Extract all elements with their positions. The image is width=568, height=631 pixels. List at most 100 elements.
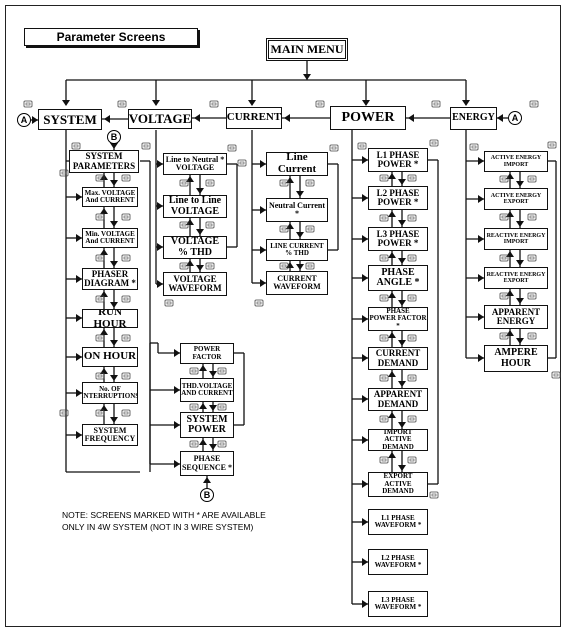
arrow-head [388, 332, 396, 338]
screen-icon [205, 262, 215, 270]
import-active-demand-box: IMPORT ACTIVE DEMAND [368, 429, 428, 451]
screen-icon [189, 403, 199, 411]
arrow-head [478, 195, 484, 203]
screen-icon [239, 161, 245, 165]
screen-icon [529, 215, 535, 219]
screen-icon [95, 213, 105, 221]
arrow-head [199, 439, 207, 445]
arrow-head [209, 444, 217, 450]
arrow-head [398, 258, 406, 264]
screen-icon [409, 256, 415, 260]
screen-icon [281, 227, 287, 231]
arrow-head [506, 251, 514, 257]
screen-icon [141, 142, 151, 150]
screen-icon [527, 175, 537, 183]
arrow-head [196, 229, 204, 235]
screen-icon [305, 179, 315, 187]
arrow-head [516, 221, 524, 227]
export-active-demand-box: EXPORT ACTIVE DEMAND [368, 472, 428, 497]
neutral-current-box: Neutral Current * [266, 198, 328, 222]
screen-icon [381, 176, 387, 180]
phase-angle-box: PHASE ANGLE * [368, 265, 428, 291]
screen-icon [529, 100, 539, 108]
screen-icon [527, 292, 537, 300]
arrow-head [362, 518, 368, 526]
screen-icon [71, 142, 81, 150]
arrow-head [398, 300, 406, 306]
screen-icon [431, 141, 437, 145]
max-voltage-current-box: Max. VOLTAGE And CURRENT [82, 187, 138, 207]
current-waveform-box: CURRENT WAVEFORM [266, 271, 328, 295]
screen-icon [97, 336, 103, 340]
screen-icon [191, 442, 197, 446]
screen-icon [379, 374, 389, 382]
screen-icon [166, 301, 172, 305]
arrow-head [398, 422, 406, 428]
arrow-head [408, 114, 414, 122]
screen-icon [181, 181, 187, 185]
screen-icon [407, 334, 417, 342]
screen-icon [179, 221, 189, 229]
screen-icon [409, 417, 415, 421]
screen-icon [217, 403, 227, 411]
screen-icon [121, 213, 131, 221]
screen-icon [379, 334, 389, 342]
screen-icon [407, 294, 417, 302]
screen-icon [117, 100, 127, 108]
screen-icon [95, 409, 105, 417]
screen-icon [209, 100, 219, 108]
power-menu-box: POWER [330, 106, 406, 130]
screen-icon [123, 374, 129, 378]
arrow-head [296, 232, 304, 238]
screen-icon [499, 213, 509, 221]
screen-icon [547, 141, 557, 149]
arrow-head [209, 371, 217, 377]
screen-icon [329, 144, 339, 152]
screen-icon [317, 102, 323, 106]
arrow-head [388, 292, 396, 298]
system-menu-box: SYSTEM [38, 109, 102, 130]
arrow-head [157, 202, 163, 210]
arrow-head [362, 274, 368, 282]
screen-icon [331, 146, 337, 150]
screen-icon [219, 442, 225, 446]
arrow-head [76, 389, 82, 397]
screen-icon [499, 254, 509, 262]
screen-icon [97, 256, 103, 260]
screen-icon [409, 216, 415, 220]
power-factor-box: POWER FACTOR [180, 343, 234, 364]
screen-icon [237, 159, 247, 167]
arrow-head [76, 353, 82, 361]
l3-phase-waveform-box: L3 PHASE WAVEFORM * [368, 591, 428, 617]
screen-icon [121, 254, 131, 262]
arrow-head [260, 160, 266, 168]
screen-icon [97, 411, 103, 415]
screen-icon [407, 456, 417, 464]
l1-phase-waveform-box: L1 PHASE WAVEFORM * [368, 509, 428, 535]
arrow-head [174, 421, 180, 429]
arrow-head [110, 340, 118, 346]
connector-b-top: B [107, 130, 121, 144]
screen-icon [499, 332, 509, 340]
line-to-neutral-voltage-box: Line to Neutral * VOLTAGE [163, 153, 227, 175]
arrow-head [260, 279, 266, 287]
screen-icon [307, 227, 313, 231]
system-parameters-box: SYSTEM PARAMETERS [69, 150, 139, 173]
phase-sequence-box: PHASE SEQUENCE * [180, 451, 234, 476]
ampere-hour-box: AMPERE HOUR [484, 345, 548, 372]
screen-icon [121, 409, 131, 417]
diagram-frame [5, 5, 561, 627]
screen-icon [501, 334, 507, 338]
screen-icon [23, 100, 33, 108]
screen-icon [381, 336, 387, 340]
screen-icon [381, 376, 387, 380]
screen-icon [381, 216, 387, 220]
arrow-head [110, 221, 118, 227]
arrow-head [260, 246, 266, 254]
current-menu-box: CURRENT [226, 107, 282, 129]
arrow-head [362, 235, 368, 243]
apparent-energy-box: APPARENT ENERGY [484, 305, 548, 329]
screen-icon [181, 223, 187, 227]
connector-a-left: A [17, 113, 31, 127]
